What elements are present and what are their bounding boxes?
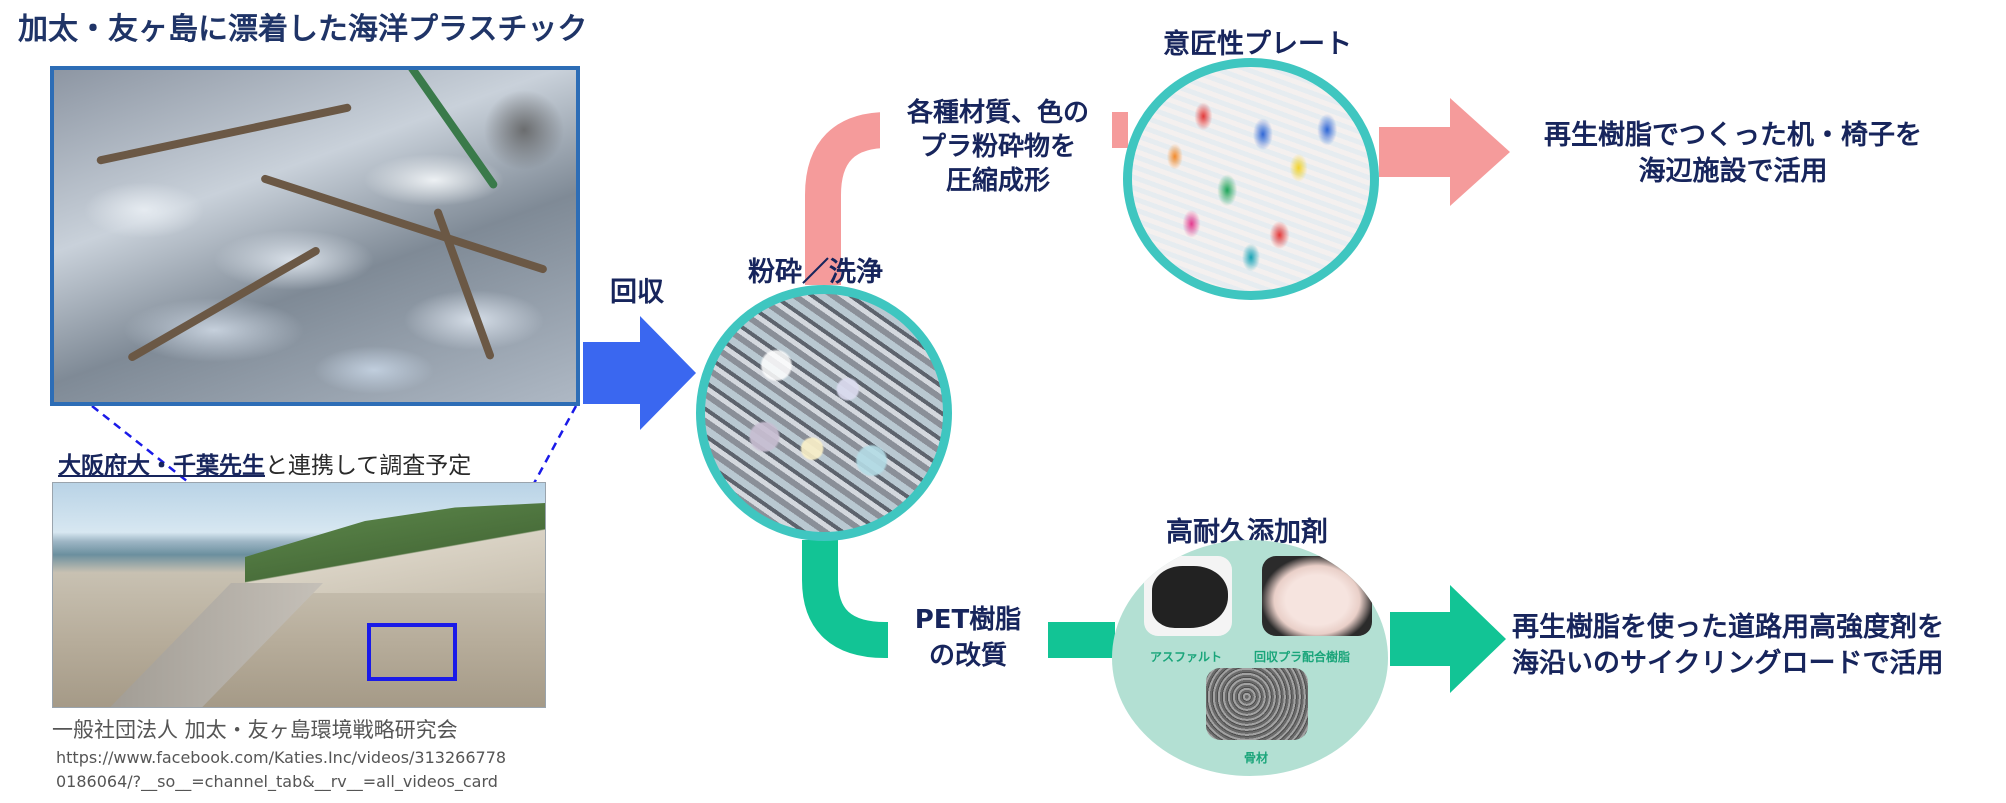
collect-arrow [583, 316, 696, 430]
partner-name: 大阪府大・千葉先生 [58, 453, 265, 479]
pet-label: PET樹脂 の改質 [890, 602, 1046, 674]
lower-path-connector [802, 540, 1115, 658]
additive-circle: アスファルト 回収プラ配合樹脂 骨材 [1112, 540, 1388, 776]
asphalt-caption: アスファルト [1150, 650, 1223, 664]
partner-caption-rest: と連携して調査予定 [265, 453, 472, 479]
recycled-resin-photo [1262, 556, 1372, 636]
coast-photo [52, 482, 546, 708]
design-plate-label: 意匠性プレート [1163, 29, 1352, 60]
furniture-result: 再生樹脂でつくった机・椅子を 海辺施設で活用 [1518, 118, 1948, 190]
pet-label-bg [888, 600, 1048, 680]
source-organization: 一般社団法人 加太・友ヶ島環境戦略研究会 [52, 718, 458, 742]
pet-label-line2: の改質 [928, 641, 1007, 671]
furniture-result-line2: 海辺施設で活用 [1638, 156, 1828, 187]
road-result: 再生樹脂を使った道路用高強度剤を 海沿いのサイクリングロードで活用 [1512, 610, 2002, 682]
collect-label: 回収 [610, 277, 664, 308]
coast-hill [245, 503, 545, 593]
compress-label-line3: 圧縮成形 [945, 166, 1050, 196]
sea-wall [104, 583, 323, 707]
road-result-line2: 海沿いのサイクリングロードで活用 [1512, 648, 1944, 679]
compress-label-bg [880, 92, 1112, 202]
recycled-resin-caption: 回収プラ配合樹脂 [1254, 650, 1351, 664]
aggregate-caption: 骨材 [1244, 751, 1269, 765]
aggregate-photo [1206, 668, 1308, 740]
debris-highlight-box [367, 623, 457, 681]
source-url: https://www.facebook.com/Katies.Inc/vide… [56, 746, 576, 794]
source-url-line2: 0186064/?__so__=channel_tab&__rv__=all_v… [56, 772, 498, 791]
source-url-line1: https://www.facebook.com/Katies.Inc/vide… [56, 748, 507, 767]
compress-label-line2: プラ粉砕物を [919, 132, 1076, 162]
upper-result-arrow [1379, 98, 1510, 206]
asphalt-photo [1144, 556, 1232, 636]
crushed-plastic-photo [696, 285, 952, 541]
compress-label-line1: 各種材質、色の [906, 98, 1089, 128]
compress-label: 各種材質、色の プラ粉砕物を 圧縮成形 [888, 96, 1108, 198]
pet-label-line1: PET樹脂 [914, 605, 1022, 635]
beach-debris-photo [50, 66, 580, 406]
partner-caption: 大阪府大・千葉先生と連携して調査予定 [58, 446, 471, 480]
page-title: 加太・友ヶ島に漂着した海洋プラスチック [18, 12, 588, 47]
road-result-line1: 再生樹脂を使った道路用高強度剤を [1512, 612, 1944, 643]
design-plate-photo [1123, 58, 1379, 300]
furniture-result-line1: 再生樹脂でつくった机・椅子を [1544, 120, 1922, 151]
lower-result-arrow [1390, 585, 1506, 693]
crush-wash-label: 粉砕／洗浄 [748, 257, 883, 288]
